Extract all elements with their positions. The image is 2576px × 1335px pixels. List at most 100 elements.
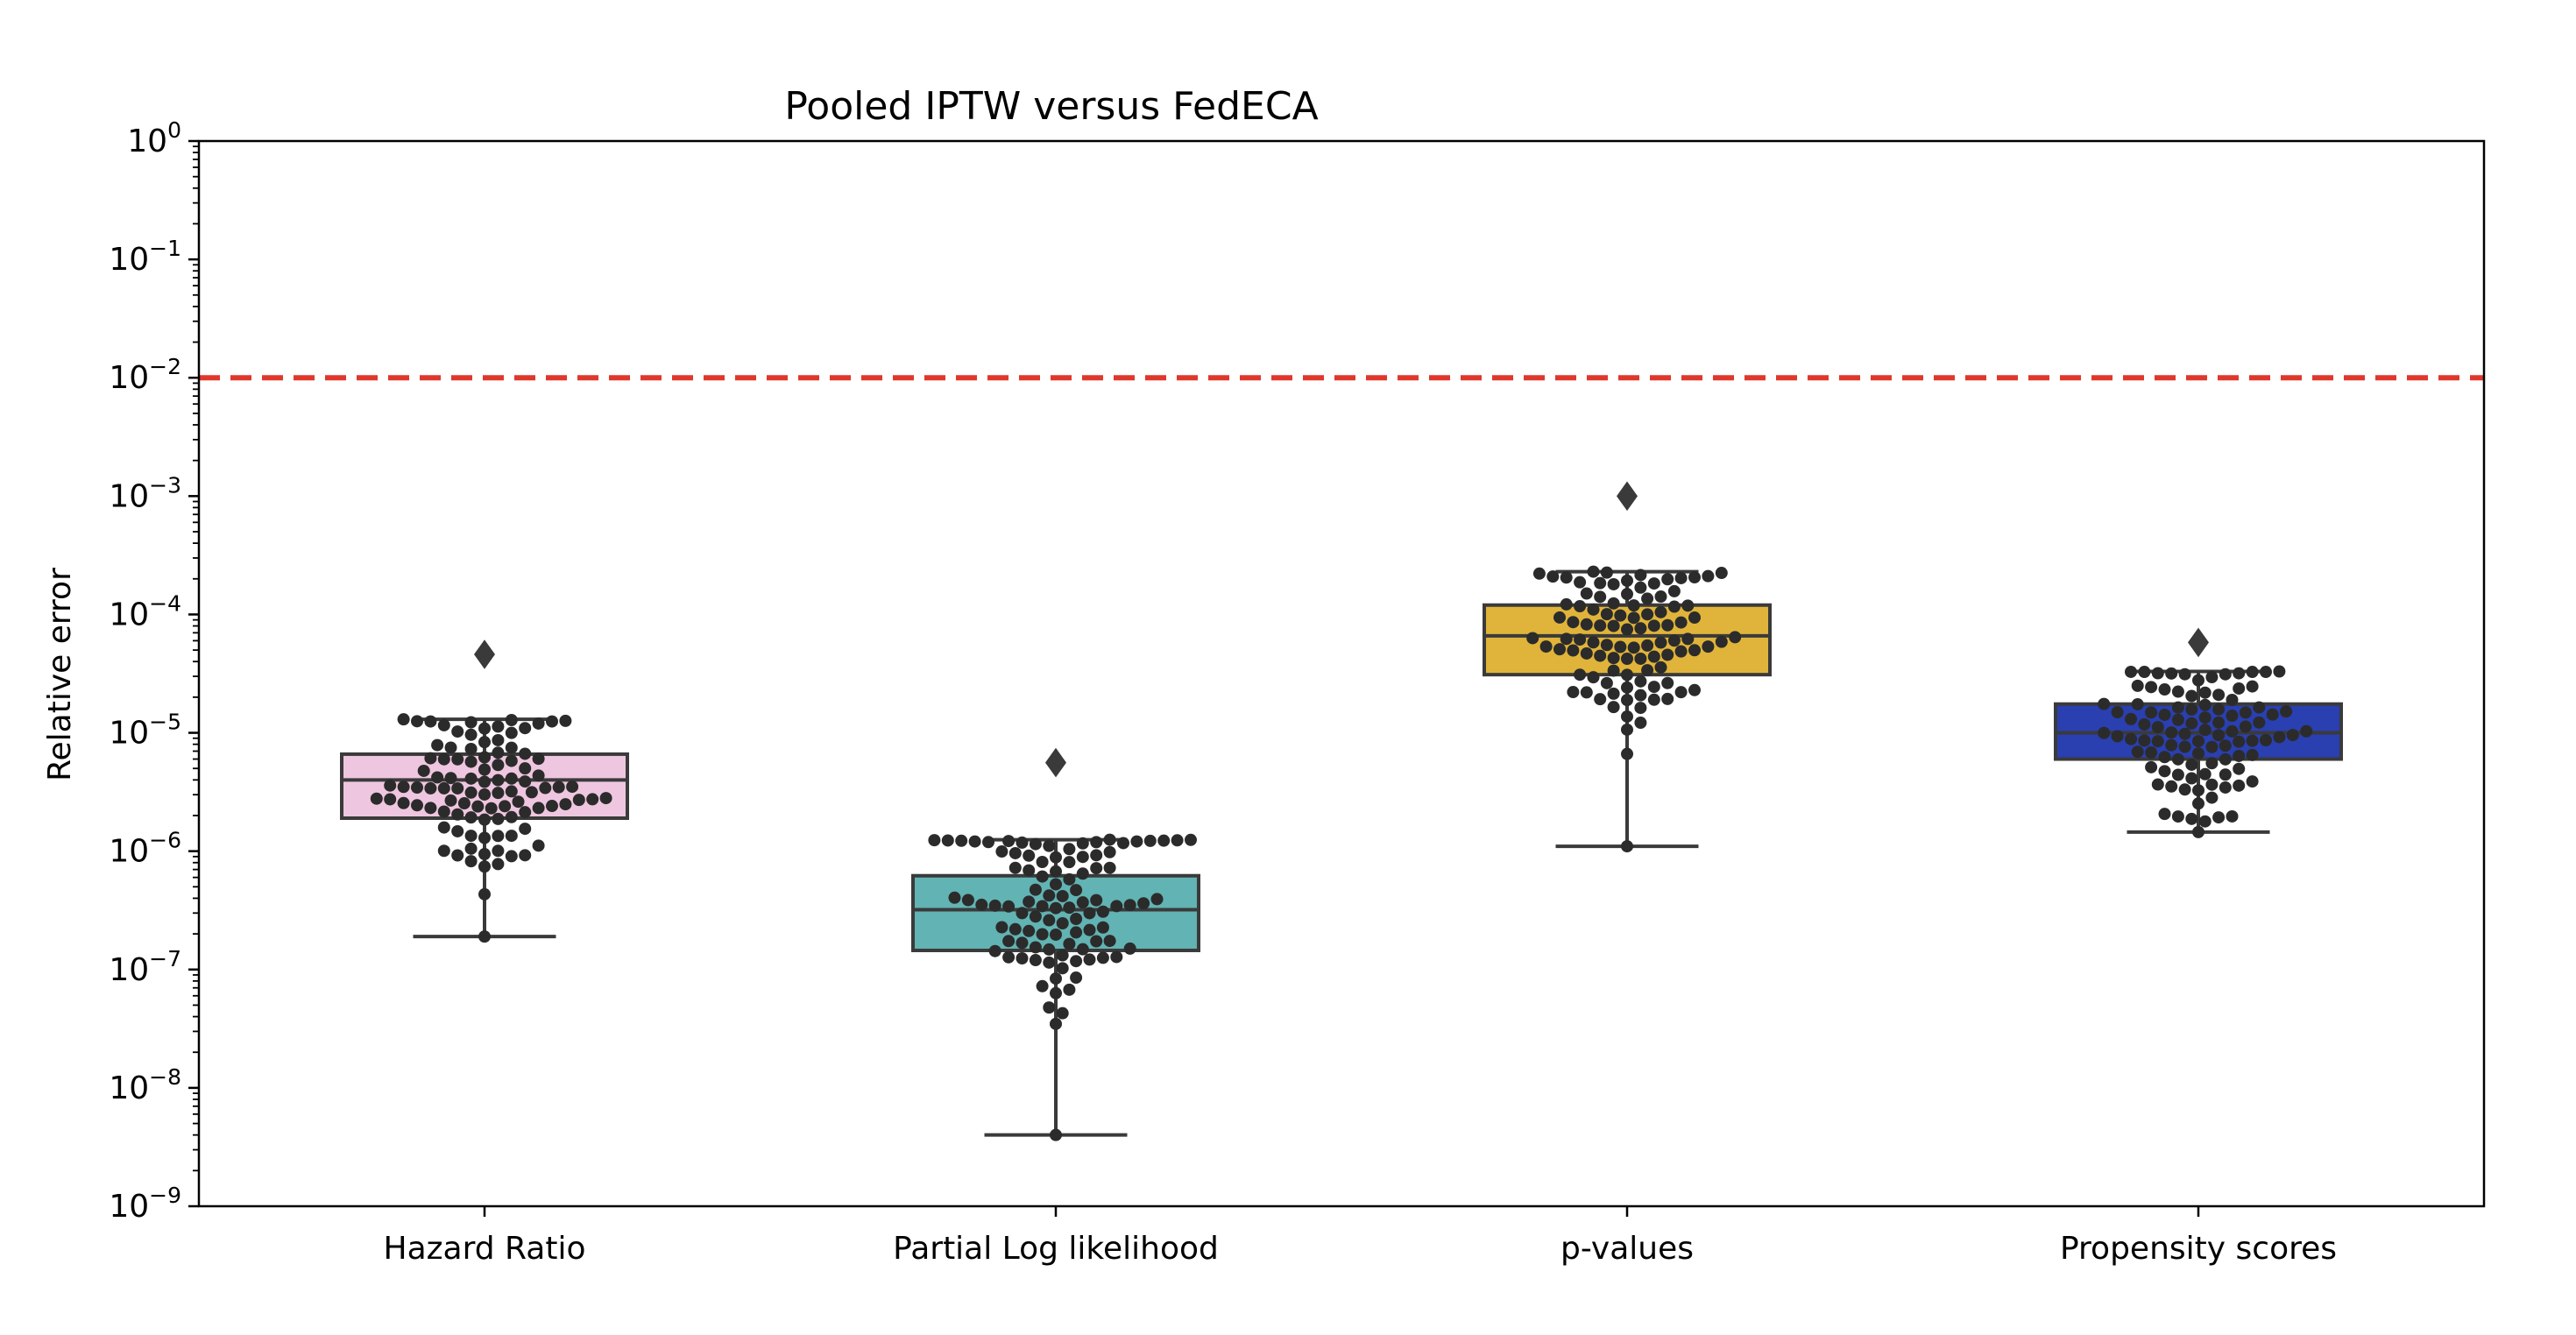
swarm-point	[2246, 775, 2259, 788]
swarm-point	[505, 772, 518, 785]
swarm-point	[478, 887, 491, 901]
swarm-point	[384, 779, 397, 792]
swarm-point	[1567, 616, 1580, 629]
swarm-point	[2205, 757, 2219, 770]
y-tick-label: 10−9	[109, 1183, 181, 1225]
swarm-point	[2266, 708, 2279, 721]
swarm-point	[2219, 668, 2232, 681]
swarm-point	[1661, 692, 1674, 705]
swarm-point	[1050, 865, 1062, 878]
swarm-point	[1056, 917, 1069, 930]
swarm-point	[1621, 723, 1633, 736]
swarm-point	[519, 806, 532, 819]
swarm-point	[1702, 640, 1715, 653]
swarm-point	[1667, 584, 1681, 597]
swarm-point	[2198, 698, 2212, 711]
swarm-point	[1123, 942, 1136, 955]
swarm-point	[1647, 681, 1660, 694]
swarm-point	[1621, 653, 1633, 666]
y-axis-label: Relative error	[42, 568, 78, 781]
swarm-point	[370, 792, 383, 805]
swarm-point	[1029, 883, 1042, 896]
y-tick-label: 10−6	[109, 828, 181, 870]
swarm-point	[2233, 735, 2246, 748]
x-tick-label: Partial Log likelihood	[893, 1231, 1219, 1267]
swarm-point	[451, 824, 464, 837]
swarm-point	[1621, 668, 1633, 682]
swarm-point	[1526, 632, 1539, 645]
swarm-point	[444, 772, 457, 785]
swarm-point	[464, 786, 478, 799]
swarm-point	[2219, 739, 2232, 752]
swarm-point	[955, 834, 968, 847]
swarm-point	[1634, 622, 1647, 635]
swarm-point	[457, 797, 471, 810]
swarm-point	[1016, 836, 1029, 849]
swarm-point	[2205, 778, 2219, 791]
swarm-point	[519, 823, 532, 836]
swarm-point	[2158, 751, 2171, 764]
swarm-point	[1667, 634, 1681, 647]
y-tick-label: 10−4	[109, 590, 181, 632]
swarm-point	[1634, 675, 1647, 688]
swarm-point	[1103, 935, 1116, 948]
swarm-point	[2300, 724, 2313, 738]
swarm-point	[444, 794, 457, 807]
swarm-point	[2098, 726, 2111, 739]
swarm-point	[1016, 951, 1029, 964]
swarm-point	[559, 798, 572, 811]
swarm-point	[1090, 935, 1103, 948]
swarm-point	[2226, 809, 2239, 823]
swarm-point	[384, 793, 397, 806]
swarm-point	[1621, 588, 1633, 601]
swarm-point	[1607, 577, 1620, 590]
swarm-point	[1688, 571, 1701, 584]
swarm-point	[1594, 590, 1607, 604]
swarm-point	[2205, 791, 2219, 804]
box-group-propensity-scores	[2054, 627, 2343, 838]
swarm-point	[1681, 599, 1695, 612]
swarm-point	[1070, 912, 1083, 925]
swarm-point	[1090, 862, 1103, 875]
swarm-point	[2178, 740, 2191, 753]
swarm-point	[1090, 849, 1103, 862]
swarm-point	[1063, 901, 1076, 915]
swarm-point	[2185, 717, 2198, 730]
swarm-point	[464, 811, 478, 824]
swarm-point	[1715, 567, 1728, 580]
swarm-point	[1050, 1017, 1062, 1030]
swarm-point	[1607, 652, 1620, 665]
swarm-point	[2125, 732, 2137, 745]
swarm-point	[1587, 603, 1600, 616]
swarm-point	[2158, 765, 2171, 778]
swarm-point	[437, 718, 450, 731]
swarm-point	[1076, 867, 1089, 880]
swarm-point	[2171, 685, 2184, 698]
swarm-point	[1090, 894, 1103, 907]
swarm-point	[2125, 665, 2137, 678]
swarm-point	[552, 781, 565, 794]
swarm-point	[464, 716, 478, 729]
swarm-point	[1654, 590, 1667, 604]
swarm-point	[1574, 668, 1587, 682]
swarm-point	[1036, 870, 1049, 883]
swarm-point	[1103, 861, 1116, 874]
x-tick-label: Propensity scores	[2060, 1231, 2337, 1267]
swarm-point	[2165, 667, 2178, 680]
swarm-point	[1600, 676, 1613, 689]
swarm-point	[478, 813, 491, 826]
swarm-point	[478, 788, 491, 801]
swarm-point	[532, 752, 545, 766]
swarm-point	[1185, 833, 1197, 846]
swarm-point	[1090, 836, 1103, 849]
swarm-point	[431, 771, 444, 784]
swarm-point	[1103, 845, 1116, 858]
outlier-marker	[1617, 481, 1638, 512]
swarm-point	[2158, 683, 2171, 696]
swarm-point	[1063, 843, 1076, 856]
swarm-point	[1076, 943, 1089, 956]
swarm-point	[2138, 734, 2151, 747]
swarm-point	[559, 714, 572, 727]
swarm-point	[424, 802, 437, 815]
swarm-point	[928, 834, 941, 847]
